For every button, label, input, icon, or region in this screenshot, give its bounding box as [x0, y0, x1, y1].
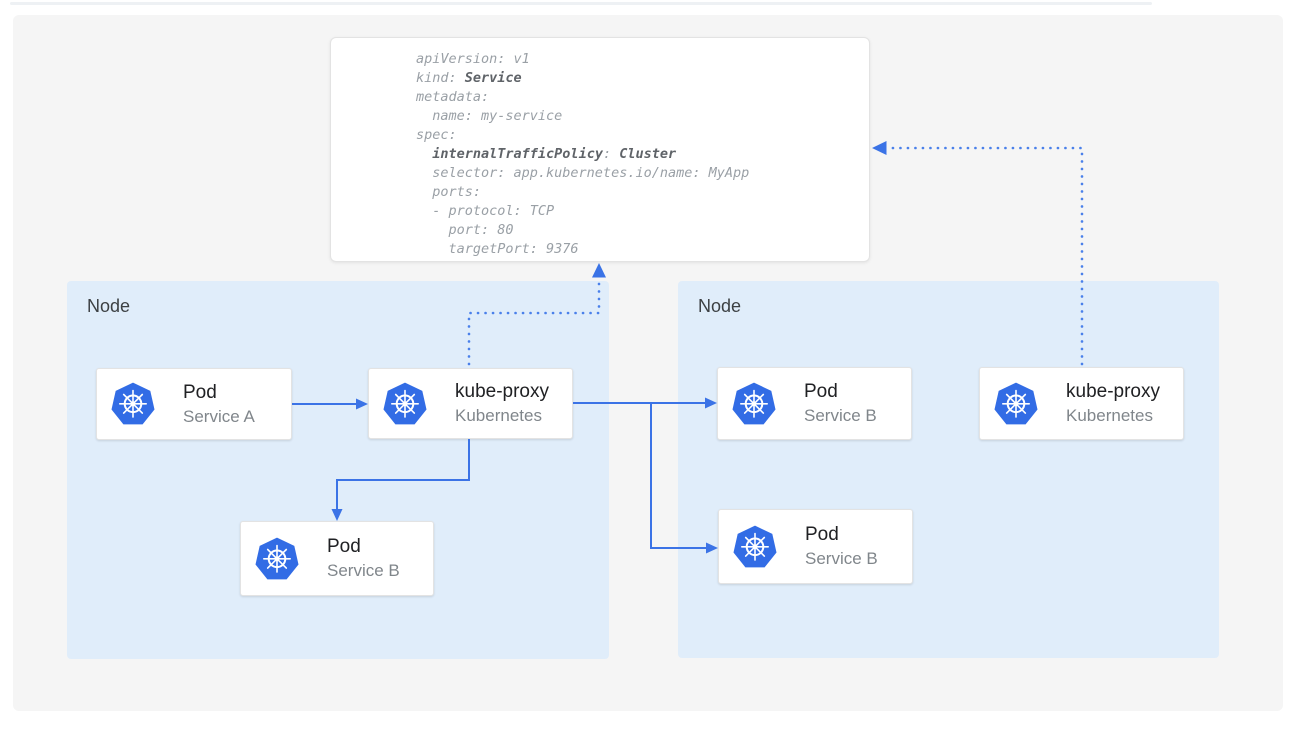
card-subtitle: Service A: [183, 406, 255, 426]
kubernetes-logo-icon: [732, 381, 776, 425]
yaml-line: port: 80: [416, 222, 514, 238]
yaml-line: kind: Service: [416, 70, 522, 86]
yaml-line: name: my-service: [416, 108, 563, 124]
yaml-line: - protocol: TCP: [416, 203, 555, 219]
yaml-line: selector: app.kubernetes.io/name: MyApp: [416, 165, 750, 181]
kubernetes-logo-icon: [111, 382, 155, 426]
card-subtitle: Kubernetes: [455, 406, 542, 425]
card-title: kube-proxy: [1066, 381, 1160, 402]
kubernetes-logo-icon: [383, 381, 427, 425]
service-yaml-card: apiVersion: v1 kind: Service metadata: nam…: [330, 37, 870, 262]
node-box-left: Node: [67, 281, 609, 659]
card-title: Pod: [804, 381, 838, 402]
yaml-line: metadata:: [416, 89, 490, 105]
kubernetes-logo-icon: [255, 536, 299, 580]
card-subtitle: Service B: [327, 561, 400, 580]
yaml-line: targetPort: 9376: [416, 241, 579, 257]
kubernetes-logo-icon: [733, 524, 777, 568]
card-title: Pod: [183, 381, 217, 403]
card-subtitle: Service B: [804, 406, 877, 425]
yaml-line: apiVersion: v1: [416, 51, 530, 67]
yaml-line: ports:: [416, 184, 482, 200]
card-kube-proxy-right: kube-proxy Kubernetes: [979, 367, 1184, 440]
service-yaml-code: apiVersion: v1 kind: Service metadata: nam…: [331, 38, 869, 259]
node-label: Node: [698, 296, 742, 316]
card-title: Pod: [327, 536, 361, 557]
node-label: Node: [87, 296, 131, 316]
card-pod-service-b-left: Pod Service B: [240, 521, 434, 596]
kubernetes-logo-icon: [994, 381, 1038, 425]
card-kube-proxy-left: kube-proxy Kubernetes: [368, 368, 573, 439]
card-pod-service-b-right-top: Pod Service B: [717, 367, 912, 440]
yaml-line: spec:: [416, 127, 457, 143]
yaml-line: internalTrafficPolicy: Cluster: [432, 146, 677, 162]
card-title: kube-proxy: [455, 381, 549, 402]
card-pod-service-b-right-bottom: Pod Service B: [718, 509, 913, 584]
top-divider-line: [10, 2, 1152, 5]
card-subtitle: Kubernetes: [1066, 406, 1153, 425]
node-box-right: Node: [678, 281, 1219, 658]
card-pod-service-a: Pod Service A: [96, 368, 292, 440]
card-title: Pod: [805, 524, 839, 545]
card-subtitle: Service B: [805, 549, 878, 568]
